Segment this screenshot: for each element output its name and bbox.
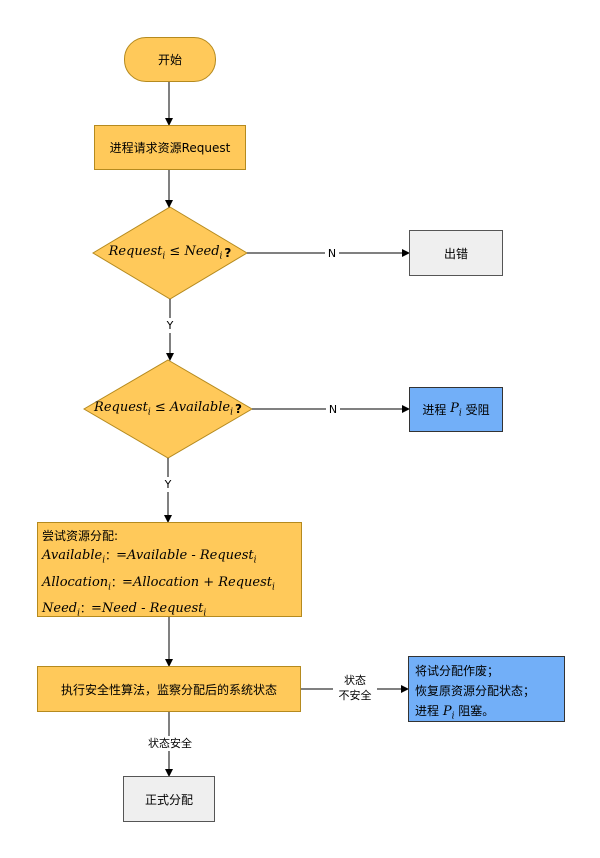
cond1-need-sub: i: [219, 251, 223, 262]
cond2-question: ?: [234, 402, 242, 416]
edge-label-n1: N: [325, 246, 339, 261]
cond1-request: Request: [108, 244, 163, 260]
safety-label: 执行安全性算法，监察分配后的系统状态: [60, 682, 277, 697]
start-label: 开始: [157, 53, 182, 67]
rollback-line2: 恢复原资源分配状态；: [415, 684, 536, 698]
try-line-need: Needi：=Need - Requesti: [42, 601, 207, 619]
error-label: 出错: [443, 246, 468, 261]
edge-label-safe: 状态安全: [139, 736, 201, 751]
edge-label-n2: N: [326, 402, 340, 417]
decision-need-label: Requesti ≤ Needi?: [93, 240, 247, 266]
request-process: 进程请求资源Request: [94, 125, 246, 170]
cond1-request-sub: i: [162, 251, 166, 262]
decision-available-label: Requesti ≤ Availablei?: [84, 396, 252, 422]
cond1-need: Need: [184, 244, 220, 260]
start-terminal: 开始: [124, 37, 216, 82]
final-label: 正式分配: [144, 792, 193, 807]
edge-label-unsafe-1: 状态: [344, 674, 366, 687]
edge-label-y2: Y: [161, 477, 175, 492]
try-line-allocation: Allocationi：=Allocation + Requesti: [42, 574, 275, 593]
cond2-available-sub: i: [230, 407, 233, 418]
try-title: 尝试资源分配:: [42, 529, 119, 543]
rollback-line3: 进程 Pi 阻塞。: [415, 704, 495, 722]
safety-algorithm-process: 执行安全性算法，监察分配后的系统状态: [37, 666, 301, 712]
rollback-box: 将试分配作废； 恢复原资源分配状态； 进程 Pi 阻塞。: [408, 656, 565, 722]
rollback-line1: 将试分配作废；: [415, 664, 500, 678]
blocked-pre: 进程: [422, 403, 451, 417]
edge-label-y1: Y: [163, 318, 177, 333]
edge-label-unsafe: 状态 不安全: [333, 673, 377, 703]
blocked-p: P: [450, 400, 459, 416]
blocked-post: 受阻: [461, 403, 490, 417]
cond2-request: Request: [94, 400, 148, 416]
blocked-p-sub: i: [458, 408, 462, 419]
try-allocation-box: 尝试资源分配: Availablei：=Available - Requesti…: [37, 522, 302, 619]
try-line-available: Availablei：=Available - Requesti: [42, 548, 257, 566]
error-box: 出错: [409, 230, 503, 276]
cond1-op: ≤: [165, 244, 185, 260]
cond2-op: ≤: [150, 400, 170, 416]
edge-label-unsafe-2: 不安全: [338, 689, 372, 702]
cond1-question: ?: [224, 246, 232, 260]
blocked-box: 进程 Pi 受阻: [409, 387, 503, 432]
request-label: 进程请求资源Request: [109, 141, 231, 155]
cond2-available: Available: [169, 400, 231, 416]
cond2-request-sub: i: [147, 407, 151, 418]
final-allocation-box: 正式分配: [123, 776, 215, 822]
